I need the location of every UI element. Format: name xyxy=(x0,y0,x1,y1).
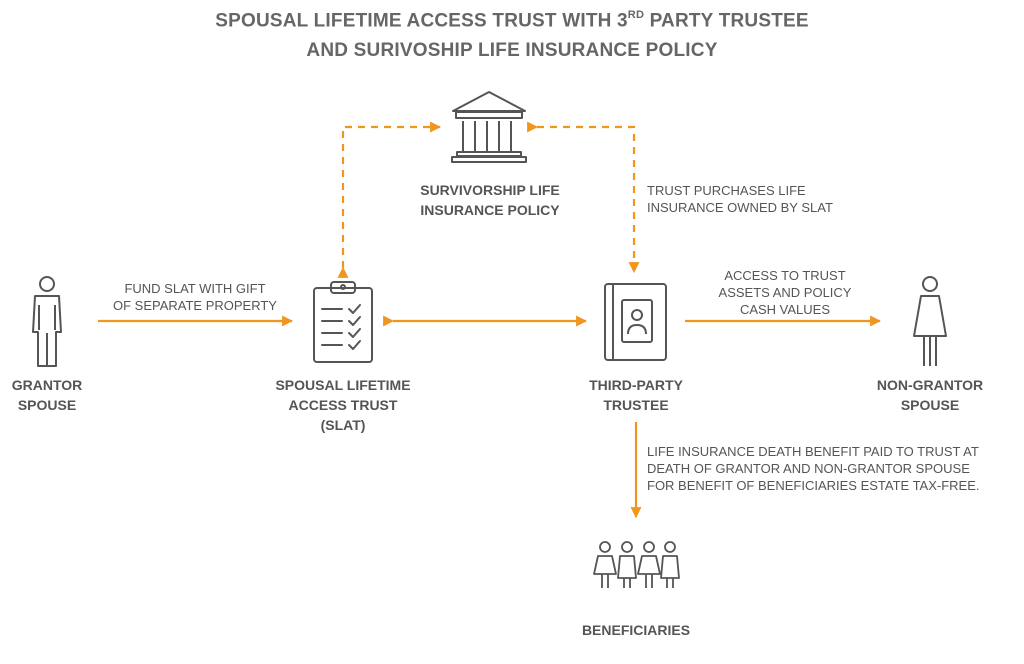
death-benefit-note-line1: LIFE INSURANCE DEATH BENEFIT PAID TO TRU… xyxy=(647,444,979,459)
trustee-label-line2: TRUSTEE xyxy=(603,397,669,413)
death-benefit-note: LIFE INSURANCE DEATH BENEFIT PAID TO TRU… xyxy=(647,443,1017,494)
grantor-label-line2: SPOUSE xyxy=(17,397,77,413)
title-line1-end: PARTY TRUSTEE xyxy=(644,10,809,32)
grantor-label: GRANTOR SPOUSE xyxy=(0,375,94,415)
beneficiaries-label-line1: BENEFICIARIES xyxy=(581,622,691,638)
policy-label: SURVIVORSHIP LIFE INSURANCE POLICY xyxy=(390,180,590,220)
fund-slat-note: FUND SLAT WITH GIFT OF SEPARATE PROPERTY xyxy=(100,280,290,314)
bank-building-icon xyxy=(451,91,527,163)
slat-label-line1: SPOUSAL LIFETIME xyxy=(275,377,411,393)
slat-label-line3: (SLAT) xyxy=(320,417,366,433)
man-icon xyxy=(32,276,62,367)
title-superscript: RD xyxy=(627,9,645,21)
clipboard-checklist-icon xyxy=(313,281,373,363)
access-note-line3: CASH VALUES xyxy=(739,302,831,317)
id-book-icon xyxy=(604,283,667,361)
diagram-title: SPOUSAL LIFETIME ACCESS TRUST WITH 3RD P… xyxy=(0,9,1024,32)
policy-label-line1: SURVIVORSHIP LIFE xyxy=(420,182,560,198)
trustee-label-line1: THIRD-PARTY xyxy=(589,377,683,393)
access-note: ACCESS TO TRUST ASSETS AND POLICY CASH V… xyxy=(690,267,880,318)
death-benefit-note-line2: DEATH OF GRANTOR AND NON-GRANTOR SPOUSE xyxy=(647,461,970,476)
nongrantor-label-line1: NON-GRANTOR xyxy=(876,377,984,393)
slat-label-line2: ACCESS TRUST xyxy=(288,397,398,413)
group-of-people-icon xyxy=(593,541,680,588)
woman-icon xyxy=(913,276,947,366)
nongrantor-label: NON-GRANTOR SPOUSE xyxy=(850,375,1010,415)
slat-label: SPOUSAL LIFETIME ACCESS TRUST (SLAT) xyxy=(243,375,443,435)
grantor-label-line1: GRANTOR xyxy=(11,377,83,393)
fund-slat-note-line1: FUND SLAT WITH GIFT xyxy=(124,281,266,296)
diagram-subtitle: AND SURIVOSHIP LIFE INSURANCE POLICY xyxy=(306,40,718,61)
trust-purchases-note-line2: INSURANCE OWNED BY SLAT xyxy=(647,200,833,215)
dashed-arrow-trustee-policy xyxy=(527,121,640,274)
beneficiaries-label: BENEFICIARIES xyxy=(536,620,736,640)
trust-purchases-note: TRUST PURCHASES LIFE INSURANCE OWNED BY … xyxy=(647,182,887,216)
death-benefit-note-line3: FOR BENEFIT OF BENEFICIARIES ESTATE TAX-… xyxy=(647,478,980,493)
trust-purchases-note-line1: TRUST PURCHASES LIFE xyxy=(647,183,806,198)
policy-label-line2: INSURANCE POLICY xyxy=(420,202,560,218)
trustee-label: THIRD-PARTY TRUSTEE xyxy=(536,375,736,415)
access-note-line2: ASSETS AND POLICY xyxy=(718,285,852,300)
nongrantor-label-line2: SPOUSE xyxy=(900,397,960,413)
title-line1-text: SPOUSAL LIFETIME ACCESS TRUST WITH 3 xyxy=(215,10,628,32)
fund-slat-note-line2: OF SEPARATE PROPERTY xyxy=(113,298,277,313)
access-note-line1: ACCESS TO TRUST xyxy=(724,268,846,283)
